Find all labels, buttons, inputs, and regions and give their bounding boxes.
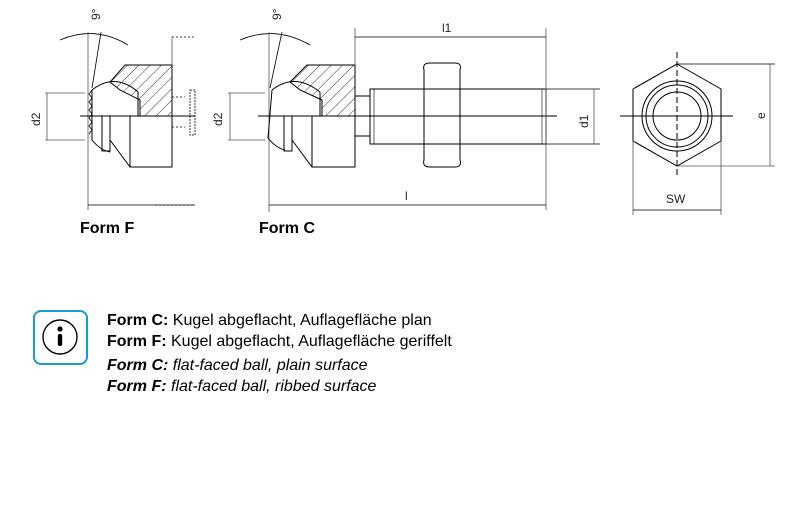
- info-desc: flat-faced ball, ribbed surface: [166, 378, 377, 395]
- form-c-caption: Form C: [259, 220, 315, 237]
- info-text: Form C: Kugel abgeflacht, Auflagefläche …: [107, 310, 452, 397]
- form-c-view: [228, 28, 600, 212]
- info-line-en-c: Form C: flat-faced ball, plain surface: [107, 355, 452, 376]
- form-f-caption: Form F: [80, 220, 135, 237]
- info-line-de-f: Form F: Kugel abgeflacht, Auflagefläche …: [107, 331, 452, 352]
- d1-label: d1: [577, 114, 591, 128]
- form-f-view: [45, 31, 196, 210]
- e-label: e: [754, 112, 768, 119]
- info-line-en-f: Form F: flat-faced ball, ribbed surface: [107, 376, 452, 397]
- info-box: [33, 310, 88, 365]
- end-view: [620, 52, 775, 215]
- info-desc: Kugel abgeflacht, Auflagefläche plan: [168, 312, 432, 329]
- l1-label: l1: [442, 21, 452, 35]
- info-label: Form F:: [107, 333, 167, 350]
- l-label: l: [405, 189, 408, 203]
- technical-drawing: 9° d2: [29, 8, 775, 215]
- info-label: Form C:: [107, 312, 169, 329]
- info-line-de-c: Form C: Kugel abgeflacht, Auflagefläche …: [107, 310, 452, 331]
- angle-arc: [59, 33, 129, 46]
- form-f-angle-label: 9°: [89, 8, 103, 20]
- info-icon: [42, 319, 78, 355]
- info-desc: flat-faced ball, plain surface: [168, 357, 368, 374]
- info-desc: Kugel abgeflacht, Auflagefläche geriffel…: [166, 333, 452, 350]
- form-f-d2-label: d2: [29, 112, 43, 126]
- angle-arc: [239, 33, 311, 46]
- info-label: Form F:: [107, 378, 167, 395]
- sw-label: SW: [666, 192, 686, 206]
- form-c-d2-label: d2: [211, 112, 225, 126]
- info-label: Form C:: [107, 357, 169, 374]
- form-c-angle-label: 9°: [270, 8, 284, 20]
